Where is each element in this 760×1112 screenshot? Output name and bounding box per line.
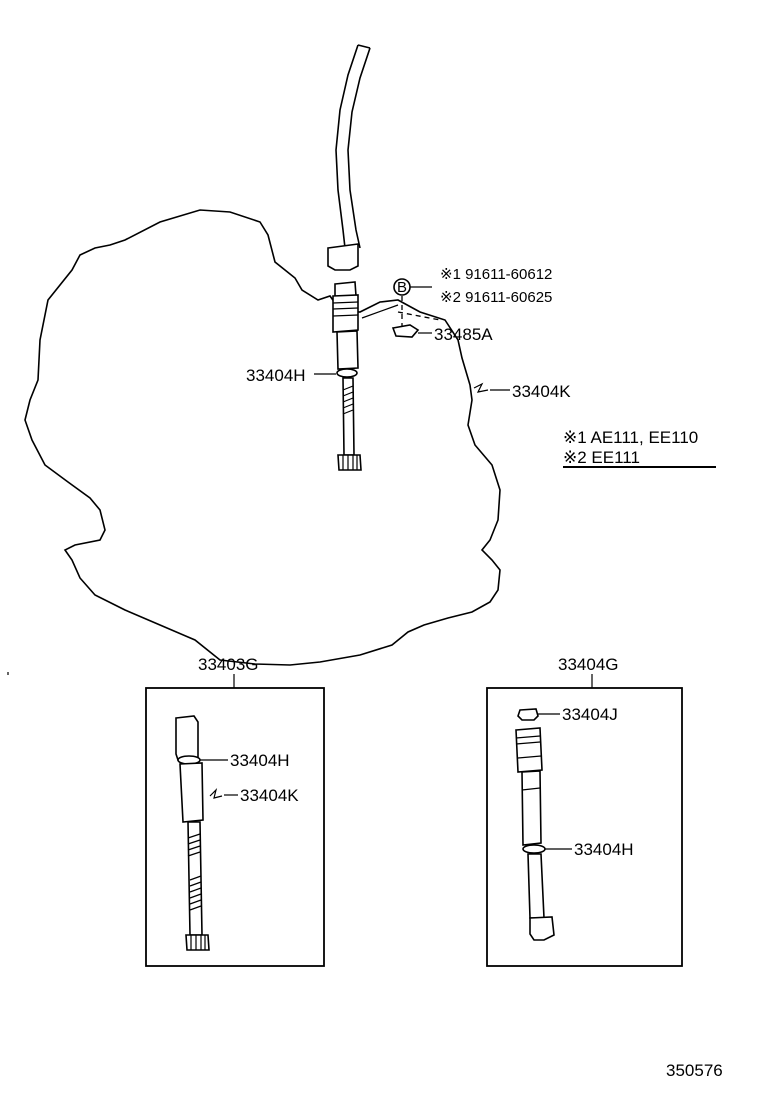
- speedometer-cable: [335, 44, 359, 249]
- sleeve-lower: [336, 330, 359, 370]
- sleeve-33404G-body: [521, 770, 542, 846]
- box-33403G: [145, 687, 325, 967]
- label-33404H-right: 33404H: [574, 840, 634, 859]
- label-33404J: 33404J: [562, 705, 618, 724]
- label-33404K-left: 33404K: [240, 786, 299, 805]
- o-ring-33404H-right: [522, 844, 546, 854]
- cap-33404J: [517, 708, 539, 721]
- label-33403G: 33403G: [198, 655, 259, 674]
- o-ring-33404H-top: [336, 368, 358, 378]
- sleeve-33404G-top: [515, 727, 543, 773]
- sleeve-33403G-top: [175, 715, 199, 761]
- label-33485A: 33485A: [434, 325, 493, 344]
- legend-line-2: ※2 EE111: [563, 448, 640, 467]
- cable-nut: [327, 243, 359, 271]
- end-33404G: [529, 916, 555, 941]
- locking-plate-33485A: [391, 324, 420, 338]
- label-33404H-top: 33404H: [246, 366, 306, 385]
- clip-33404K-top: [473, 382, 489, 393]
- transmission-housing-outline: [24, 209, 501, 666]
- shaft-33404G: [527, 853, 545, 919]
- label-33404K-top: 33404K: [512, 382, 571, 401]
- legend-line-1: ※1 AE111, EE110: [563, 428, 698, 447]
- note-2: ※2 91611-60625: [440, 289, 552, 306]
- note-1: ※1 91611-60612: [440, 266, 552, 283]
- label-33404G: 33404G: [558, 655, 619, 674]
- sleeve-33403G-body: [179, 762, 204, 823]
- bolt-marker-letter: B: [397, 279, 407, 296]
- clip-33404K-left: [209, 788, 223, 799]
- sleeve-body: [332, 294, 359, 333]
- label-33404H-left: 33404H: [230, 751, 290, 770]
- diagram-number: 350576: [666, 1061, 723, 1080]
- box-33404G: [486, 687, 683, 967]
